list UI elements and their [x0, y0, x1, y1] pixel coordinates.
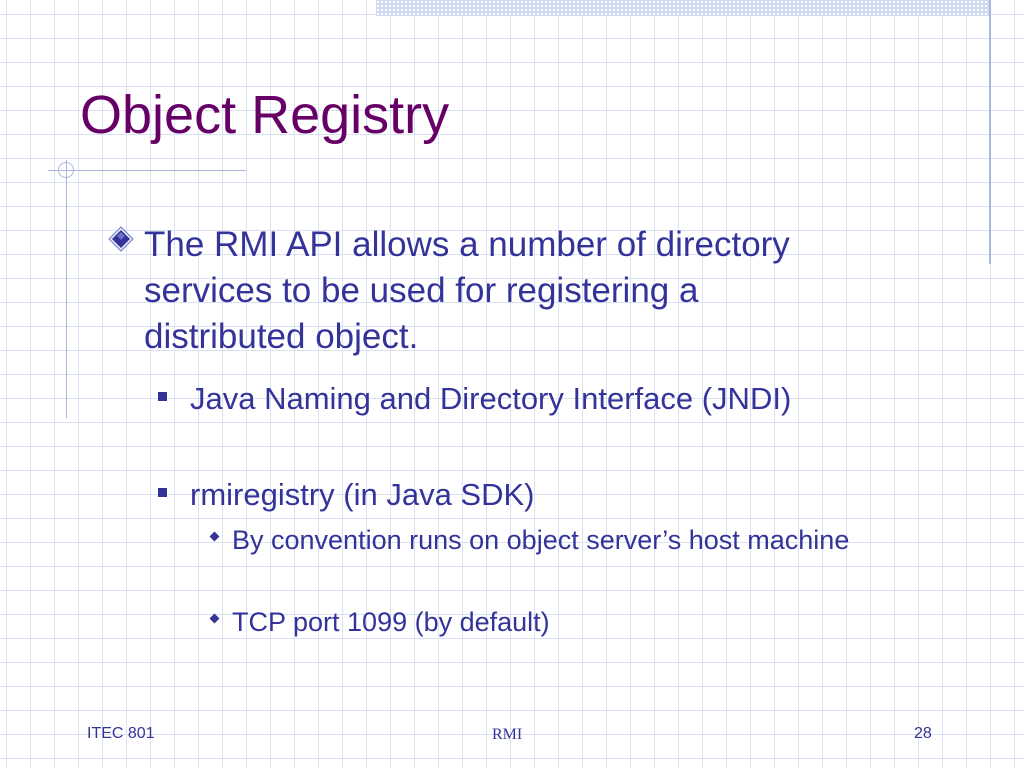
bullet-level2-item: rmiregistry (in Java SDK): [158, 476, 858, 513]
diamond-bullet-icon: [108, 226, 134, 257]
bullet-level2-item: Java Naming and Directory Interface (JND…: [158, 380, 858, 417]
footer-topic: RMI: [492, 726, 523, 743]
right-decorative-rule: [989, 0, 991, 264]
square-bullet-icon: [158, 392, 167, 401]
top-decorative-band: [376, 0, 990, 16]
bullet-level3-text: TCP port 1099 (by default): [232, 607, 550, 637]
footer-page-number: 28: [914, 725, 932, 742]
bullet-level3-item: By convention runs on object server’s ho…: [208, 523, 898, 558]
small-diamond-bullet-icon: [209, 531, 220, 542]
bullet-level2-text: Java Naming and Directory Interface (JND…: [190, 381, 792, 416]
title-underline-rule: [48, 170, 246, 171]
bullet-level3-item: TCP port 1099 (by default): [208, 605, 898, 640]
slide-title: Object Registry: [80, 85, 450, 145]
left-vertical-rule: [66, 160, 67, 418]
small-diamond-bullet-icon: [209, 613, 220, 624]
bullet-level3-text: By convention runs on object server’s ho…: [232, 525, 850, 555]
bullet-level2-text: rmiregistry (in Java SDK): [190, 477, 535, 512]
bullet-level1-item: The RMI API allows a number of directory…: [108, 222, 798, 360]
square-bullet-icon: [158, 488, 167, 497]
corner-circle-ornament: [58, 162, 74, 178]
footer-course-code: ITEC 801: [87, 725, 155, 742]
bullet-level1-text: The RMI API allows a number of directory…: [144, 225, 790, 356]
